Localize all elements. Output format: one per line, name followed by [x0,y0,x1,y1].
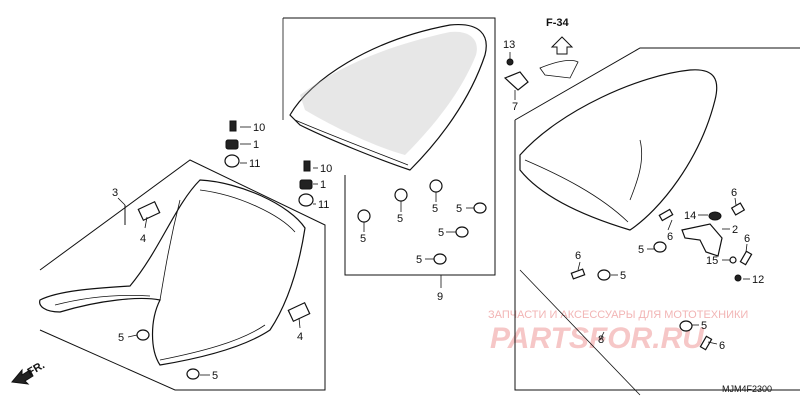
hook-7 [503,71,529,91]
rubber-11-left [224,154,240,168]
callout-5-p2: 5 [397,213,403,225]
callout-5-p6: 5 [416,254,422,266]
callout-5-p3: 5 [432,203,438,215]
callout-15: 15 [706,255,718,267]
collar-1-mid [299,179,313,190]
pad-6d [570,268,586,280]
section-ref-f34: F-34 [546,17,570,29]
grommet-b [394,188,408,202]
callout-7: 7 [512,101,518,113]
plate-2 [681,223,723,257]
callout-3: 3 [112,187,118,199]
callout-6a: 6 [731,187,737,199]
grommet-e [455,226,469,238]
watermark-logo: PARTSFOR.RU [490,322,705,355]
grommet-g [653,241,667,253]
bolt-10-mid [303,160,311,172]
callout-11-mid: 11 [318,199,329,211]
front-direction-indicator: FR. [11,359,47,385]
pad-6c [739,250,753,266]
callout-labels: 10 1 11 10 1 11 3 4 4 5 5 5 5 5 5 5 5 9 … [112,17,772,394]
callout-6d: 6 [575,250,581,262]
washer-14 [708,211,722,221]
grommet-a [357,209,371,223]
front-arrow-icon [11,368,34,385]
pillion-seat [289,23,487,171]
grommet-j [136,329,150,341]
grommet-i [679,320,693,332]
callout-8: 8 [598,334,604,346]
cowl-group-frame [514,47,800,121]
callout-13: 13 [503,39,515,51]
callout-10-mid: 10 [320,163,332,175]
grommet-k [186,368,200,380]
bolt-10-left [229,120,237,132]
callout-4a: 4 [140,233,146,245]
pad-6e [699,335,713,351]
screw-13 [506,58,514,66]
cable-guide [539,60,579,79]
pillion-group-frame [283,17,496,276]
callout-5-rider-a: 5 [118,332,124,344]
callout-4b: 4 [297,331,303,343]
callout-10-left: 10 [253,122,265,134]
cowl-group-frame-lower [514,120,800,391]
callout-5-p1: 5 [360,233,366,245]
collar-15 [729,256,737,264]
collar-1-left [225,139,239,150]
cowl-frame-diagonal [519,269,641,396]
callout-2: 2 [732,224,738,236]
callout-5-rider-b: 5 [212,370,218,382]
drawing-code: MJM4F2300 [722,384,772,394]
grommet-c [429,179,443,193]
rider-seat [39,179,306,366]
pad-6a [730,202,746,216]
latch-assembly [681,211,742,282]
f34-arrow-icon [550,36,574,55]
screw-12 [734,274,742,282]
callout-12: 12 [752,274,764,286]
grommet-h [597,269,611,281]
callout-5-c2: 5 [620,270,626,282]
damper-stack-left [224,120,240,168]
callout-5-c1: 5 [638,244,644,256]
grommet-d [473,202,487,214]
callout-6c: 6 [744,233,750,245]
damper-stack-mid [298,160,314,207]
grommet-group [136,179,693,380]
leader-lines [117,52,750,376]
callout-6b: 6 [667,231,673,243]
callout-9: 9 [437,291,443,303]
seat-bracket-4b [287,301,311,323]
direction-label: FR. [26,359,47,378]
callout-1-left: 1 [253,139,259,151]
callout-6e: 6 [719,340,725,352]
watermark-caption: ЗАПЧАСТИ И АКСЕССУАРЫ ДЛЯ МОТОТЕХНИКИ [488,309,748,321]
rider-group-frame-outline [39,159,326,391]
callout-14: 14 [684,210,696,222]
hook-bracket [503,58,579,91]
grommet-f [433,253,447,265]
callout-11-left: 11 [249,158,260,170]
rubber-11-mid [298,193,314,207]
seat-bracket-4a [137,200,161,222]
callout-5-p5: 5 [438,227,444,239]
callout-5-c3: 5 [701,320,707,332]
callout-1-mid: 1 [320,179,326,191]
pad-6b [658,208,674,222]
callout-5-p4: 5 [456,203,462,215]
rear-seat-cowl [519,69,718,231]
